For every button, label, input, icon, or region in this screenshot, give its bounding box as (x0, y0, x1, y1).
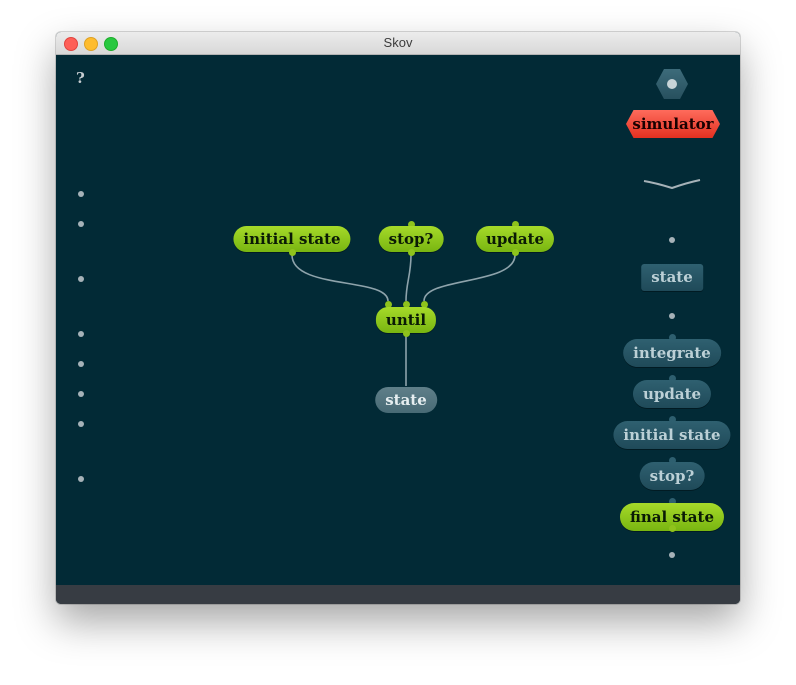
minimize-button[interactable] (84, 37, 98, 51)
insertion-point-dot[interactable] (78, 191, 84, 197)
port (669, 457, 676, 464)
library-item-update[interactable]: update (632, 380, 712, 408)
port (669, 416, 676, 423)
insertion-point-dot[interactable] (669, 313, 675, 319)
port (669, 334, 676, 341)
insertion-point-dot[interactable] (78, 421, 84, 427)
insertion-point-dot[interactable] (78, 361, 84, 367)
node-stop[interactable]: stop? (378, 226, 444, 252)
window-title: Skov (383, 35, 413, 50)
close-button[interactable] (64, 37, 78, 51)
insertion-point-dot[interactable] (78, 221, 84, 227)
port (669, 498, 676, 505)
library-item-stop[interactable]: stop? (639, 462, 705, 490)
insertion-point-dot[interactable] (669, 237, 675, 243)
library-item-state[interactable]: state (641, 264, 703, 291)
wire-initial-state-to-until (291, 254, 389, 302)
library-chevron (643, 179, 701, 190)
workspace-canvas[interactable]: ? initial state stop? update until state… (56, 55, 740, 585)
input-port[interactable] (408, 221, 415, 228)
insertion-point-dot[interactable] (78, 476, 84, 482)
zoom-button[interactable] (104, 37, 118, 51)
input-port[interactable] (385, 301, 392, 308)
library-root-icon[interactable] (656, 69, 688, 99)
node-update[interactable]: update (475, 226, 555, 252)
insertion-point-dot[interactable] (669, 552, 675, 558)
library-item-integrate[interactable]: integrate (623, 339, 721, 367)
node-until[interactable]: until (375, 307, 437, 333)
output-port[interactable] (408, 249, 415, 256)
output-port[interactable] (512, 249, 519, 256)
library-title-simulator[interactable]: simulator (626, 110, 720, 138)
insertion-point-dot[interactable] (78, 276, 84, 282)
insertion-point-dot[interactable] (78, 331, 84, 337)
node-initial-state[interactable]: initial state (233, 226, 351, 252)
wire-update-to-until (423, 254, 516, 302)
output-port[interactable] (403, 330, 410, 337)
help-button[interactable]: ? (76, 69, 85, 87)
title-bar[interactable]: Skov (56, 32, 740, 55)
output-port[interactable] (289, 249, 296, 256)
input-port[interactable] (512, 221, 519, 228)
input-port[interactable] (421, 301, 428, 308)
library-item-initial-state[interactable]: initial state (613, 421, 731, 449)
input-port[interactable] (403, 301, 410, 308)
node-state-output[interactable]: state (375, 387, 437, 413)
app-window: Skov ? initial state stop? update (56, 32, 740, 604)
port (669, 375, 676, 382)
output-port (669, 525, 676, 532)
status-bar (56, 585, 740, 604)
insertion-point-dot[interactable] (78, 391, 84, 397)
wire-stop-to-until (405, 254, 412, 302)
